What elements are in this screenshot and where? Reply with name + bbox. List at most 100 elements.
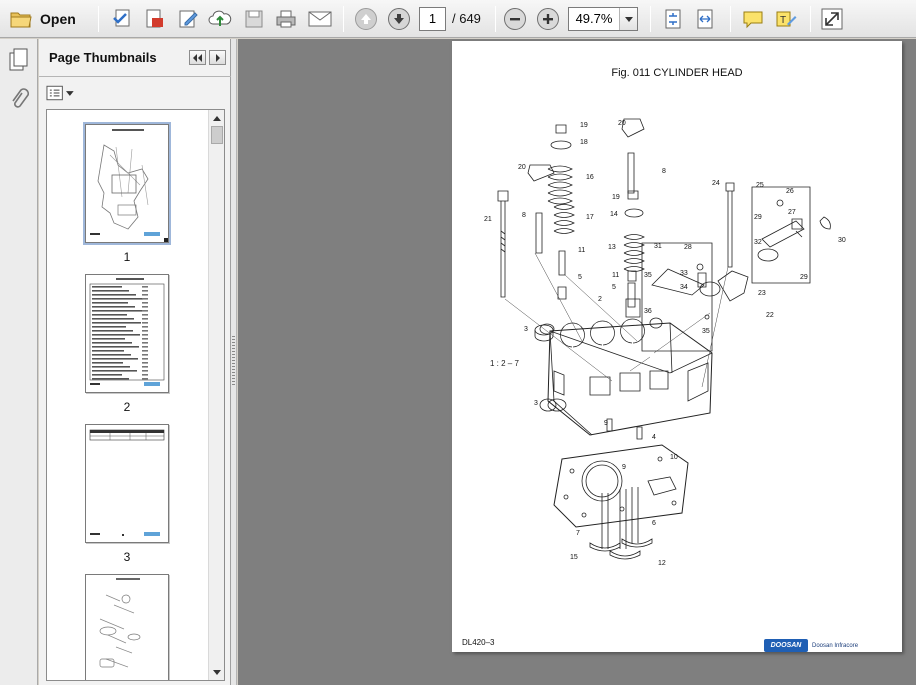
- fit-page-button[interactable]: [660, 5, 686, 33]
- part-callout-36: 36: [644, 308, 652, 315]
- print-icon: [276, 10, 296, 28]
- panel-header: Page Thumbnails: [39, 39, 231, 77]
- zoom-dropdown-arrow[interactable]: [619, 8, 637, 30]
- fit-page-icon: [665, 9, 681, 29]
- thumbnail-preview: [89, 278, 165, 386]
- part-callout-20: 20: [518, 164, 526, 171]
- chevron-down-icon: [624, 16, 633, 22]
- page-thumbnail-3[interactable]: [85, 424, 169, 543]
- chevron-down-icon: [66, 90, 74, 96]
- thumbnail-preview: [99, 578, 141, 668]
- edit-button[interactable]: [174, 5, 202, 33]
- zoom-in-button[interactable]: [535, 5, 561, 33]
- part-callout-29: 29: [800, 274, 808, 281]
- part-callout-29: 29: [754, 214, 762, 221]
- full-screen-button[interactable]: [818, 5, 846, 33]
- cloud-upload-icon: [208, 10, 232, 26]
- logo-text: Doosan Infracore: [812, 642, 859, 649]
- part-callout-33: 33: [680, 270, 688, 277]
- doosan-logo: DOOSAN Doosan Infracore: [764, 639, 858, 652]
- thumbnail-list: 1 2: [46, 109, 225, 681]
- page-thumbnail-4[interactable]: [85, 574, 169, 680]
- save-button[interactable]: [240, 5, 268, 33]
- thumbnail-scrollbar[interactable]: [208, 110, 224, 680]
- upload-button[interactable]: [206, 5, 234, 33]
- thumbnail-options-button[interactable]: [46, 84, 74, 102]
- document-view[interactable]: Fig. 011 CYLINDER HEAD: [238, 39, 916, 685]
- toolbar-separator: [495, 6, 496, 32]
- collapse-panel-button[interactable]: [189, 50, 206, 65]
- page-thumbnail-label: 1: [123, 250, 131, 264]
- next-page-button[interactable]: [386, 5, 412, 33]
- splitter-grip: [232, 336, 235, 386]
- zoom-out-button[interactable]: [502, 5, 528, 33]
- part-callout-6: 6: [652, 520, 656, 527]
- chevron-down-icon: [213, 669, 221, 675]
- folder-icon: [10, 12, 32, 28]
- minus-icon: [510, 18, 520, 21]
- previous-page-button[interactable]: [353, 5, 379, 33]
- paperclip-icon: [12, 88, 29, 108]
- options-list-icon: [46, 85, 63, 101]
- part-callout-5: 5: [612, 284, 616, 291]
- highlighter-icon: T: [776, 11, 797, 27]
- pdf-file-icon: [146, 9, 163, 28]
- envelope-icon: [308, 11, 332, 27]
- toolbar-separator: [810, 6, 811, 32]
- part-callout-20: 20: [618, 120, 626, 127]
- highlight-button[interactable]: T: [773, 5, 799, 33]
- part-callout-26: 26: [786, 188, 794, 195]
- comment-button[interactable]: [740, 5, 766, 33]
- scrollbar-thumb[interactable]: [211, 126, 223, 144]
- part-callout-19: 19: [580, 122, 588, 129]
- page-thumbnail-1[interactable]: [83, 122, 171, 245]
- save-icon: [245, 10, 263, 28]
- part-callout-24: 24: [712, 180, 720, 187]
- part-callout-27: 27: [788, 209, 796, 216]
- create-button[interactable]: [108, 5, 136, 33]
- part-callout-10: 10: [670, 454, 678, 461]
- part-callout-17: 17: [586, 214, 594, 221]
- speech-bubble-icon: [743, 11, 763, 29]
- toolbar-separator: [343, 6, 344, 32]
- plus-icon: [543, 14, 553, 24]
- page-thumbnail-2[interactable]: [85, 274, 169, 393]
- part-callout-13: 13: [608, 244, 616, 251]
- scroll-down-button[interactable]: [209, 664, 224, 680]
- part-callout-9: 9: [622, 464, 626, 471]
- print-button[interactable]: [272, 5, 300, 33]
- exploded-parts-diagram: 1918208162021817115242526292730313228333…: [484, 118, 846, 567]
- open-button[interactable]: Open: [6, 5, 82, 33]
- scroll-up-button[interactable]: [209, 110, 224, 126]
- page-thumbnails-nav-button[interactable]: [6, 45, 32, 75]
- open-label: Open: [40, 11, 76, 27]
- zoom-select[interactable]: 49.7%: [568, 7, 638, 31]
- arrow-down-icon: [394, 14, 404, 24]
- part-callout-3: 3: [534, 400, 538, 407]
- part-callout-35: 35: [702, 328, 710, 335]
- navigation-pane-strip: [0, 39, 38, 685]
- part-callout-25: 25: [756, 182, 764, 189]
- part-callout-15: 15: [570, 554, 578, 561]
- page-number-input[interactable]: 1: [419, 7, 446, 31]
- scale-note: 1 : 2 – 7: [490, 359, 519, 368]
- attachments-nav-button[interactable]: [6, 85, 32, 115]
- expand-panel-button[interactable]: [209, 50, 226, 65]
- part-callout-32: 32: [754, 239, 762, 246]
- part-callout-3: 3: [524, 326, 528, 333]
- part-callout-19: 19: [612, 194, 620, 201]
- part-callout-31: 31: [654, 243, 662, 250]
- pdf-page: Fig. 011 CYLINDER HEAD: [452, 41, 902, 652]
- part-callout-14: 14: [610, 211, 618, 218]
- part-callout-5: 5: [578, 274, 582, 281]
- page-thumbnail-label: 2: [123, 400, 131, 414]
- figure-title: Fig. 011 CYLINDER HEAD: [611, 67, 743, 79]
- part-callout-16: 16: [586, 174, 594, 181]
- export-pdf-button[interactable]: [140, 5, 168, 33]
- part-callout-11: 11: [578, 247, 585, 254]
- fit-width-button[interactable]: [692, 5, 718, 33]
- email-button[interactable]: [306, 5, 334, 33]
- panel-splitter[interactable]: [231, 39, 237, 685]
- page-count: / 649: [452, 11, 481, 26]
